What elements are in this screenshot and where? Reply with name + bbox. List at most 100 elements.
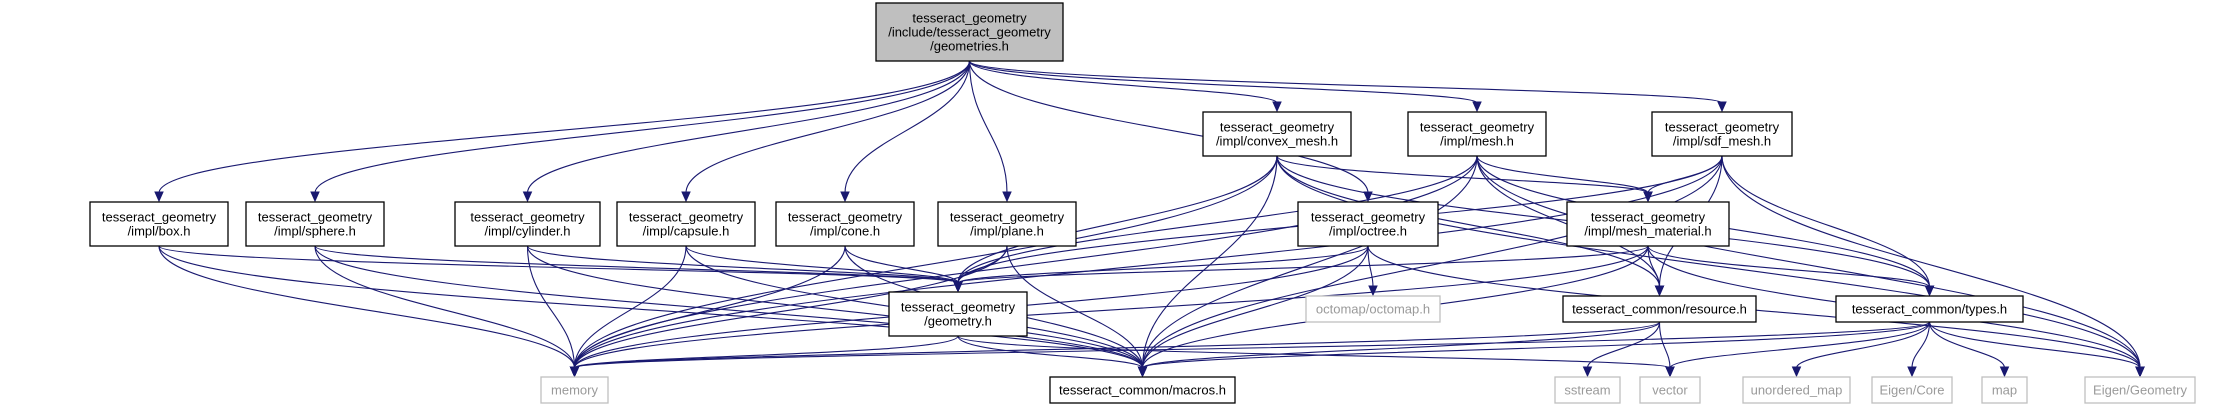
node-box bbox=[937, 201, 1077, 247]
node-box bbox=[1049, 376, 1236, 404]
node-label: unordered_map bbox=[1751, 383, 1843, 398]
node-label: sstream bbox=[1564, 383, 1610, 398]
node-label: tesseract_geometry bbox=[1420, 120, 1535, 135]
node-box bbox=[540, 376, 609, 404]
node-label: tesseract_geometry bbox=[912, 11, 1027, 26]
edge-root-to-capsule bbox=[681, 60, 971, 203]
edge-octree-to-octomap bbox=[1367, 245, 1378, 297]
edge-sphere-to-memory bbox=[314, 245, 580, 378]
node-label: memory bbox=[551, 383, 598, 398]
edge-types-to-vector bbox=[1665, 321, 1931, 378]
edge-root-to-sdf_mesh bbox=[968, 60, 1727, 113]
node-box bbox=[1562, 295, 1757, 323]
node-root[interactable]: tesseract_geometry/include/tesseract_geo… bbox=[875, 2, 1064, 62]
node-geometry[interactable]: tesseract_geometry/geometry.h bbox=[888, 291, 1028, 337]
edge-geometry-to-memory bbox=[569, 335, 959, 378]
node-macros[interactable]: tesseract_common/macros.h bbox=[1049, 376, 1236, 404]
edge-octree-to-geometry bbox=[953, 245, 1369, 293]
node-box bbox=[775, 201, 915, 247]
node-label: /include/tesseract_geometry bbox=[888, 25, 1051, 40]
edge-root-to-convex_mesh bbox=[968, 60, 1282, 113]
edge-root-to-cone bbox=[840, 60, 971, 203]
node-label: tesseract_geometry bbox=[1311, 210, 1426, 225]
node-box bbox=[888, 291, 1028, 337]
node-label: /impl/plane.h bbox=[970, 224, 1044, 239]
edge-resource-to-sstream bbox=[1582, 321, 1661, 378]
edge-root-to-mesh bbox=[968, 60, 1482, 113]
node-label: Eigen/Core bbox=[1879, 383, 1944, 398]
node-types[interactable]: tesseract_common/types.h bbox=[1835, 295, 2024, 323]
edge-sdf_mesh-to-types bbox=[1721, 155, 1935, 297]
node-box bbox=[1554, 376, 1621, 404]
edge-types-to-memory bbox=[569, 321, 1931, 378]
node-capsule[interactable]: tesseract_geometry/impl/capsule.h bbox=[616, 201, 756, 247]
node-box bbox=[1651, 111, 1793, 157]
node-label: /impl/mesh.h bbox=[1440, 134, 1514, 149]
edge-types-to-eigen_core bbox=[1907, 321, 1931, 378]
edge-sphere-to-geometry bbox=[314, 245, 963, 293]
edge-root-to-octree bbox=[968, 60, 1373, 203]
edge-root-to-plane bbox=[968, 60, 1012, 203]
node-box bbox=[875, 2, 1064, 62]
edge-sdf_mesh-to-mesh_material bbox=[1643, 155, 1723, 203]
node-box bbox=[1981, 376, 2028, 404]
node-label: tesseract_common/resource.h bbox=[1572, 302, 1747, 317]
node-label: tesseract_geometry bbox=[102, 210, 217, 225]
node-unordered-map: unordered_map bbox=[1742, 376, 1851, 404]
node-box bbox=[1407, 111, 1547, 157]
node-label: Eigen/Geometry bbox=[2093, 383, 2187, 398]
node-cone[interactable]: tesseract_geometry/impl/cone.h bbox=[775, 201, 915, 247]
node-box bbox=[1202, 111, 1352, 157]
node-label: vector bbox=[1652, 383, 1688, 398]
node-label: /geometry.h bbox=[924, 314, 992, 329]
node-box bbox=[245, 201, 385, 247]
node-label: /impl/sphere.h bbox=[274, 224, 356, 239]
edge-root-to-box bbox=[154, 60, 971, 203]
edge-types-to-map bbox=[1928, 321, 2010, 378]
node-label: tesseract_geometry bbox=[950, 210, 1065, 225]
node-cylinder[interactable]: tesseract_geometry/impl/cylinder.h bbox=[454, 201, 601, 247]
node-box bbox=[1305, 295, 1441, 323]
node-label: tesseract_geometry bbox=[788, 210, 903, 225]
node-map: map bbox=[1981, 376, 2028, 404]
file-nodes: tesseract_geometry/include/tesseract_geo… bbox=[89, 2, 2196, 404]
node-label: tesseract_geometry bbox=[901, 300, 1016, 315]
edge-mesh_material-to-resource bbox=[1647, 245, 1665, 297]
edge-mesh_material-to-geometry bbox=[953, 245, 1649, 293]
edge-box-to-memory bbox=[158, 245, 580, 378]
node-label: tesseract_common/macros.h bbox=[1059, 383, 1226, 398]
node-label: /impl/convex_mesh.h bbox=[1216, 134, 1338, 149]
node-plane[interactable]: tesseract_geometry/impl/plane.h bbox=[937, 201, 1077, 247]
node-label: octomap/octomap.h bbox=[1316, 302, 1430, 317]
node-convex-mesh[interactable]: tesseract_geometry/impl/convex_mesh.h bbox=[1202, 111, 1352, 157]
node-sphere[interactable]: tesseract_geometry/impl/sphere.h bbox=[245, 201, 385, 247]
edge-root-to-sphere bbox=[310, 60, 971, 203]
node-label: /impl/capsule.h bbox=[643, 224, 730, 239]
node-label: tesseract_geometry bbox=[258, 210, 373, 225]
node-box[interactable]: tesseract_geometry/impl/box.h bbox=[89, 201, 229, 247]
node-label: tesseract_geometry bbox=[629, 210, 744, 225]
node-octomap: octomap/octomap.h bbox=[1305, 295, 1441, 323]
node-label: /impl/cone.h bbox=[810, 224, 880, 239]
node-resource[interactable]: tesseract_common/resource.h bbox=[1562, 295, 1757, 323]
edge-types-to-unordered_map bbox=[1791, 321, 1931, 378]
node-label: /impl/mesh_material.h bbox=[1584, 224, 1711, 239]
node-box bbox=[89, 201, 229, 247]
edge-convex_mesh-to-eigen_geometry bbox=[1276, 155, 2145, 378]
edge-types-to-macros bbox=[1137, 321, 1931, 378]
node-box bbox=[1639, 376, 1701, 404]
node-label: /impl/sdf_mesh.h bbox=[1673, 134, 1771, 149]
node-mesh[interactable]: tesseract_geometry/impl/mesh.h bbox=[1407, 111, 1547, 157]
node-label: map bbox=[1992, 383, 2017, 398]
node-box bbox=[616, 201, 756, 247]
node-mesh-material[interactable]: tesseract_geometry/impl/mesh_material.h bbox=[1566, 201, 1730, 247]
node-sdf-mesh[interactable]: tesseract_geometry/impl/sdf_mesh.h bbox=[1651, 111, 1793, 157]
node-octree[interactable]: tesseract_geometry/impl/octree.h bbox=[1297, 201, 1439, 247]
edge-sdf_mesh-to-eigen_geometry bbox=[1721, 155, 2145, 378]
node-label: tesseract_geometry bbox=[1591, 210, 1706, 225]
node-label: tesseract_geometry bbox=[1220, 120, 1335, 135]
node-box bbox=[1742, 376, 1851, 404]
node-label: /impl/box.h bbox=[128, 224, 191, 239]
node-box bbox=[1566, 201, 1730, 247]
